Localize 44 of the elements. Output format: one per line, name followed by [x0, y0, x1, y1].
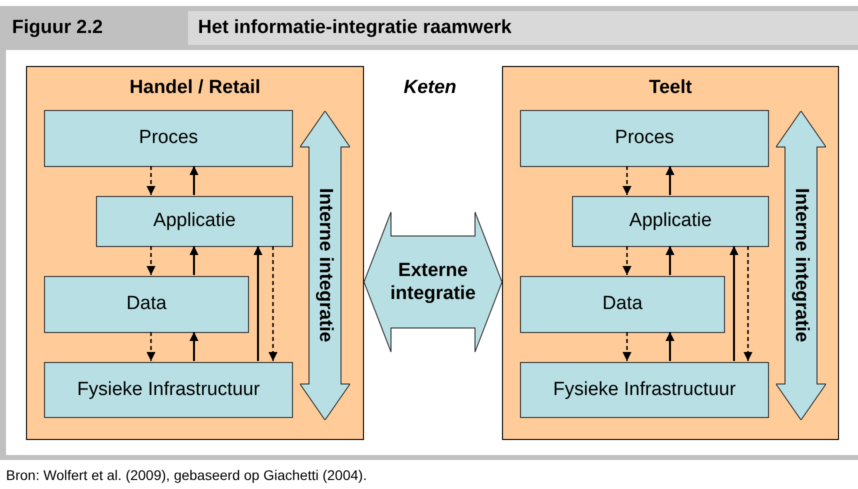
box-label: Data — [602, 292, 643, 316]
dashed-arrow — [268, 246, 278, 361]
arrow — [666, 332, 674, 361]
block-double-arrow — [363, 212, 503, 352]
box-label: Fysieke Infrastructuur — [553, 378, 736, 402]
box-label: Proces — [614, 126, 674, 150]
arrow — [254, 246, 262, 361]
box-label: Applicatie — [629, 209, 712, 234]
edge-label: Externe integratie — [389, 259, 477, 305]
layer-box — [520, 362, 769, 418]
arrow — [666, 246, 674, 275]
arrow — [666, 166, 674, 195]
group-panel — [26, 66, 364, 440]
dashed-arrow — [146, 332, 156, 361]
dashed-arrow — [146, 246, 156, 275]
box-label: Proces — [138, 126, 198, 150]
arrow — [190, 166, 198, 195]
arrow-label: Interne integratie — [791, 188, 811, 343]
panel-heading: Teelt — [649, 76, 692, 100]
dashed-arrow — [744, 246, 752, 361]
panel-heading: Handel / Retail — [130, 76, 260, 100]
group-panel — [502, 66, 839, 440]
layer-box — [44, 276, 249, 333]
layer-box — [44, 110, 293, 167]
layer-box — [520, 110, 769, 167]
layer-box — [96, 196, 293, 247]
chain-label: Keten — [404, 76, 456, 100]
source-caption: Bron: Wolfert et al. (2009), gebaseerd op Giachetti (2004). — [6, 467, 367, 483]
box-label: Fysieke Infrastructuur — [77, 378, 260, 402]
layer-box — [572, 196, 769, 247]
figure-title: Het informatie-integratie raamwerk — [188, 11, 858, 45]
box-label: Data — [126, 292, 167, 316]
arrow-label: Interne integratie — [315, 188, 335, 343]
box-label: Applicatie — [153, 209, 236, 234]
layer-box — [520, 276, 725, 333]
dashed-arrow — [622, 332, 632, 361]
figure-number: Figuur 2.2 — [12, 17, 103, 38]
arrow — [190, 332, 198, 361]
arrow — [730, 246, 738, 361]
dashed-arrow — [622, 166, 632, 195]
dashed-arrow — [622, 246, 632, 275]
arrow — [190, 246, 198, 275]
dashed-arrow — [146, 166, 156, 195]
layer-box — [44, 362, 293, 418]
